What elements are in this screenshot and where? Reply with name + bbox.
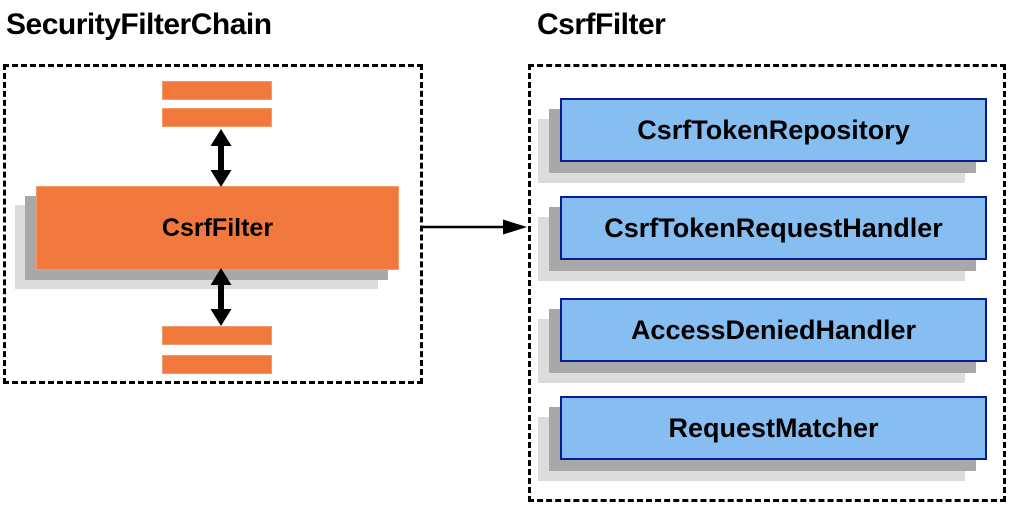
component-label: CsrfTokenRepository [637, 114, 910, 145]
component-label: AccessDeniedHandler [630, 314, 917, 345]
component-node-request-matcher: RequestMatcher [560, 396, 987, 460]
component-node-access-denied-handler: AccessDeniedHandler [560, 298, 987, 362]
component-label: RequestMatcher [668, 412, 879, 443]
filter-placeholder-bar [162, 355, 272, 374]
csrf-filter-group: CsrfTokenRepository CsrfTokenRequestHand… [528, 64, 1006, 502]
csrf-filter-title: CsrfFilter [537, 8, 666, 41]
csrf-filter-node-label: CsrfFilter [161, 213, 274, 242]
component-label: CsrfTokenRequestHandler [604, 212, 943, 243]
vertical-double-arrow-icon [210, 129, 232, 187]
vertical-double-arrow-icon [210, 268, 232, 326]
security-filter-chain-title: SecurityFilterChain [6, 8, 272, 41]
component-node-csrf-token-repository: CsrfTokenRepository [560, 98, 987, 162]
right-arrow-icon [422, 219, 527, 235]
filter-placeholder-bar [162, 326, 272, 345]
component-node-csrf-token-request-handler: CsrfTokenRequestHandler [560, 196, 987, 260]
security-filter-chain-group: CsrfFilter [3, 64, 423, 384]
filter-placeholder-bar [162, 108, 272, 127]
filter-placeholder-bar [162, 81, 272, 100]
csrf-filter-node: CsrfFilter [36, 186, 399, 270]
